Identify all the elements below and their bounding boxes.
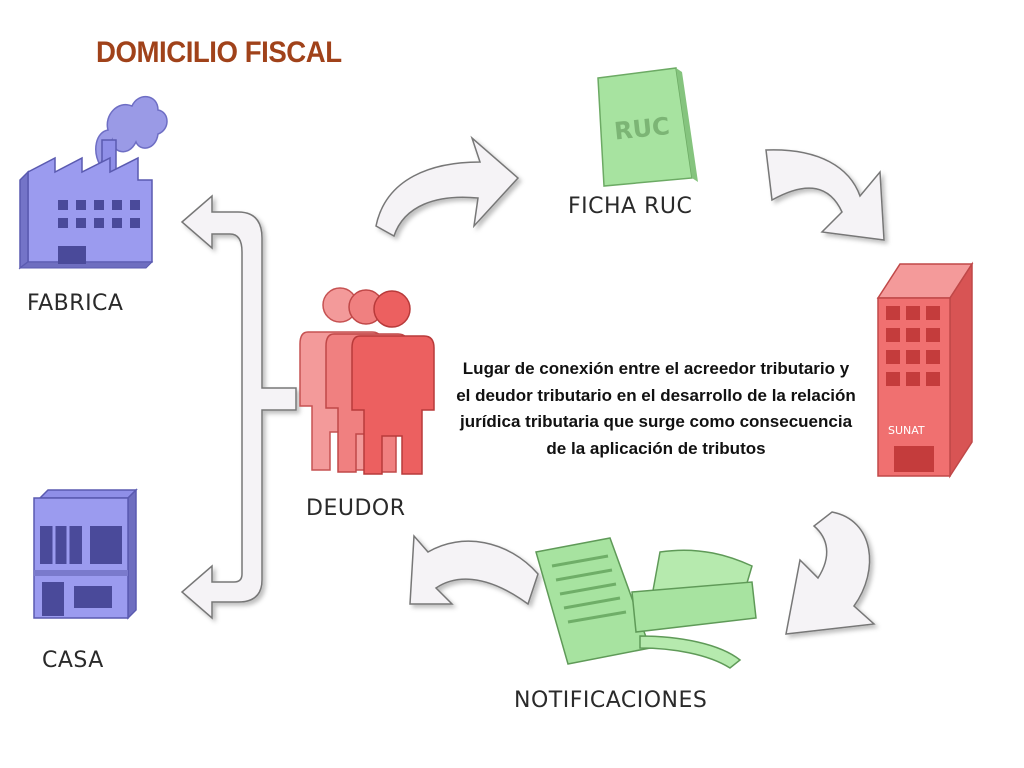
fabrica-label: FABRICA [27, 291, 124, 316]
sunat-building-icon: SUNAT [876, 261, 974, 479]
double-arrow-icon [180, 194, 297, 620]
description-line: el deudor tributario en el desarrollo de… [456, 385, 856, 405]
casa-label: CASA [42, 648, 104, 673]
curved-arrow-icon [765, 149, 885, 241]
notifications-documents-icon [535, 537, 757, 669]
curved-arrow-icon [409, 534, 539, 606]
notificaciones-label: NOTIFICACIONES [514, 688, 708, 713]
page-title: DOMICILIO FISCAL [96, 36, 342, 69]
deudor-label: DEUDOR [306, 496, 406, 521]
ficha-ruc-label: FICHA RUC [568, 194, 693, 219]
description-text: Lugar de conexión entre el acreedor trib… [432, 356, 880, 462]
sunat-sign: SUNAT [888, 424, 925, 437]
ruc-stamp: RUC [613, 112, 671, 146]
curved-arrow-icon [785, 511, 876, 635]
factory-icon [18, 96, 168, 270]
description-line: jurídica tributaria que surge como conse… [459, 412, 853, 431]
curved-arrow-icon [375, 135, 520, 238]
description-line: Lugar de conexión entre el acreedor trib… [462, 359, 850, 378]
ruc-document-icon: RUC [597, 67, 698, 187]
people-group-icon [299, 287, 435, 475]
house-icon [33, 488, 138, 620]
description-line: de la aplicación de tributos [546, 438, 766, 458]
